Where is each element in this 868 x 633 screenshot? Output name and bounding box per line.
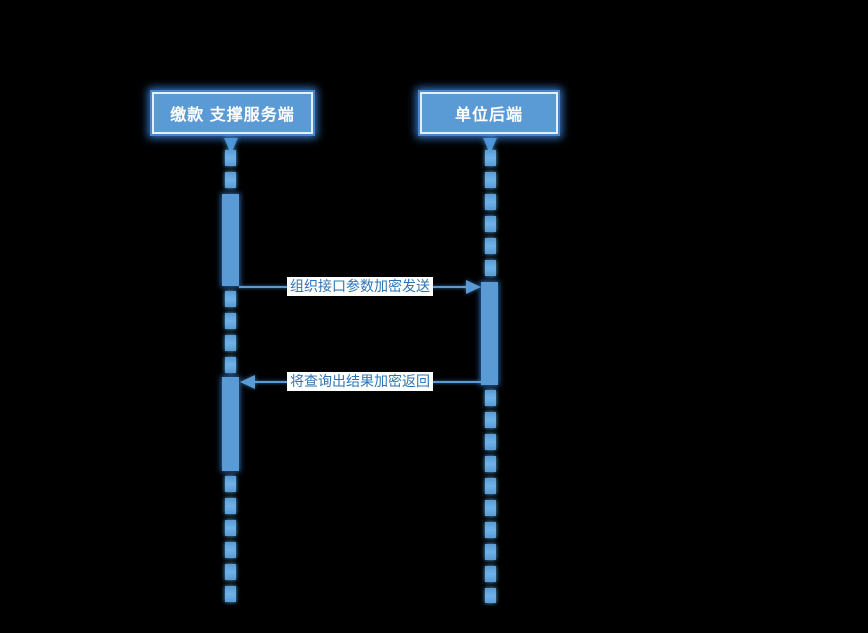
activation-bar (481, 282, 498, 385)
arrowhead-left-icon (240, 375, 255, 389)
activation-bar (222, 194, 239, 286)
actor-box-payment-support-server: 缴款 支撑服务端 (150, 90, 315, 136)
actor-label: 单位后端 (454, 107, 523, 124)
arrowhead-right-icon (466, 280, 481, 294)
lifeline-dash-segment (225, 291, 236, 373)
lifeline-dash-segment (485, 390, 496, 603)
actor-box-unit-backend: 单位后端 (418, 90, 560, 136)
actor-label: 缴款 支撑服务端 (170, 107, 295, 124)
message-label: 组织接口参数加密发送 (287, 277, 433, 296)
lifeline-dash-segment (225, 476, 236, 606)
lifeline-dash-segment (225, 150, 236, 194)
message-label: 将查询出结果加密返回 (287, 372, 433, 391)
lifeline-dash-segment (485, 150, 496, 279)
activation-bar (222, 377, 239, 471)
